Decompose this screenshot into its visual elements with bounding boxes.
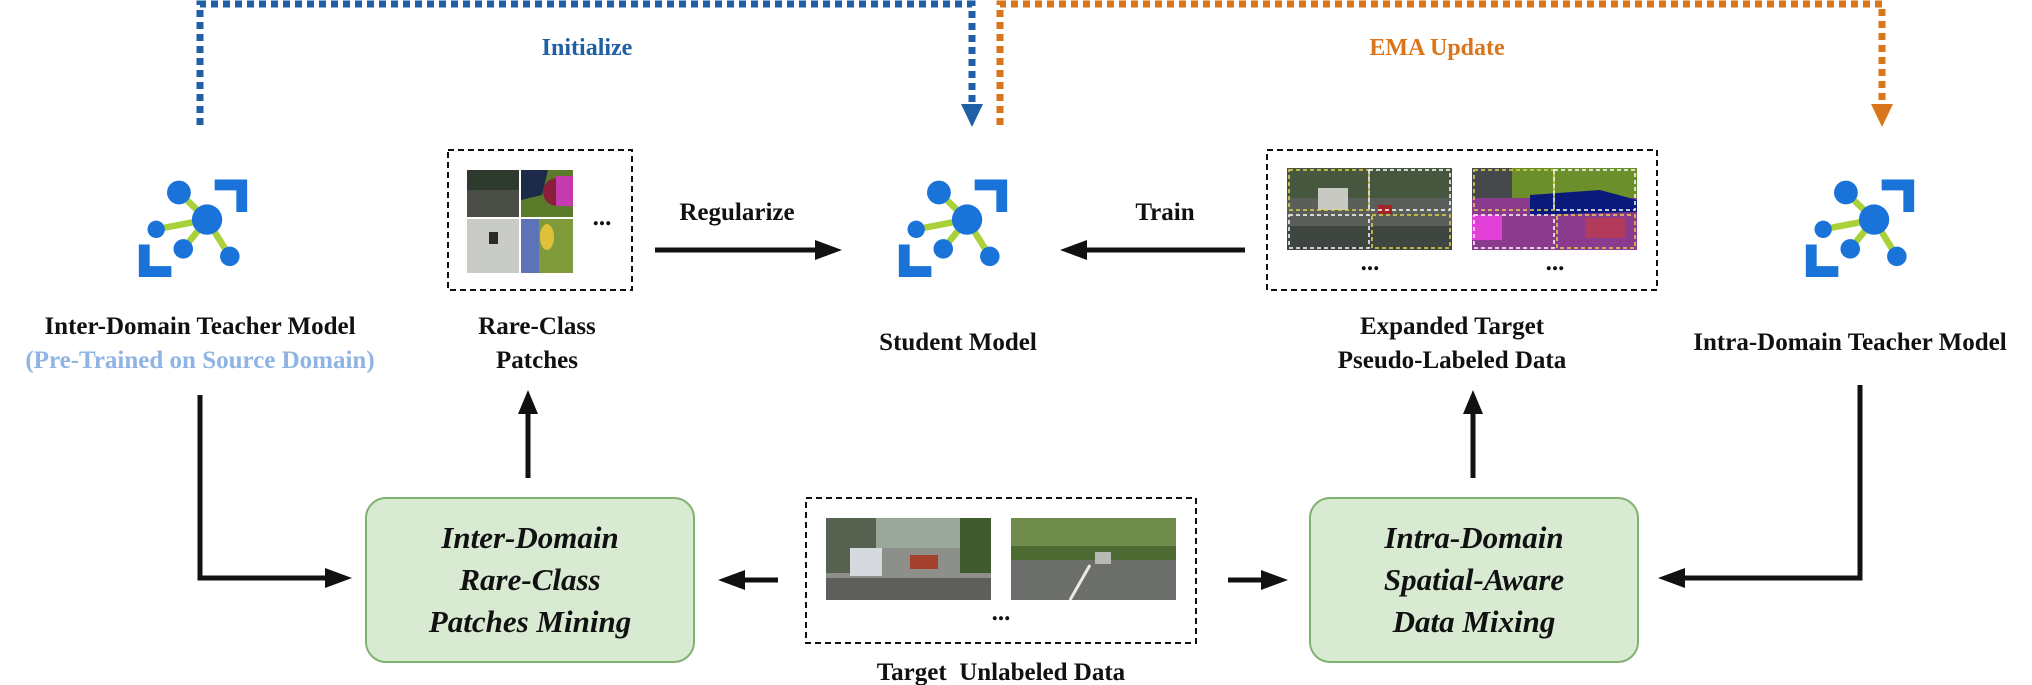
expanded-ellipsis-right: ...: [1546, 249, 1565, 276]
ema-update-arrow: [996, 0, 1893, 127]
target-unlabeled-box: ...: [805, 497, 1197, 644]
inter-teacher-subtitle: (Pre-Trained on Source Domain): [25, 347, 374, 374]
intra-mixing-line1: Intra-Domain: [1383, 520, 1563, 555]
rare-class-ellipsis: ...: [593, 204, 612, 231]
target-unlabeled-title: Target Unlabeled Data: [877, 659, 1126, 685]
ema-update-label: EMA Update: [1369, 35, 1505, 61]
expanded-ellipsis-left: ...: [1361, 249, 1380, 276]
inter-domain-mining-box: [365, 497, 695, 663]
rare-class-title-line1: Rare-Class: [478, 313, 596, 340]
regularize-label: Regularize: [679, 199, 794, 226]
regularize-arrow: [655, 240, 842, 260]
intra-mixing-line3: Data Mixing: [1392, 604, 1556, 639]
intra-domain-mixing-box: [1309, 497, 1639, 663]
train-label: Train: [1135, 199, 1194, 226]
inter-teacher-to-mining-arrow: [197, 395, 352, 588]
network-model-icon: [899, 180, 1007, 278]
network-model-icon: [139, 180, 247, 278]
target-ellipsis: ...: [992, 599, 1011, 626]
intra-mixing-line2: Spatial-Aware: [1384, 562, 1565, 597]
initialize-arrow: [196, 0, 983, 127]
expanded-title-line2: Pseudo-Labeled Data: [1338, 347, 1567, 374]
inter-mining-line2: Rare-Class: [458, 562, 600, 597]
rare-class-title-line2: Patches: [496, 347, 578, 374]
network-model-icon: [1806, 180, 1914, 278]
target-to-mixing-arrow: [1228, 570, 1288, 590]
rare-patch-sign: [467, 219, 519, 273]
intra-teacher-to-mixing-arrow: [1658, 385, 1863, 588]
inter-teacher-title: Inter-Domain Teacher Model: [44, 313, 355, 340]
student-title: Student Model: [879, 329, 1037, 356]
target-to-mining-arrow: [718, 570, 778, 590]
mining-to-rare-class-arrow: [518, 390, 538, 478]
inter-mining-line1: Inter-Domain: [440, 520, 618, 555]
expanded-title-line1: Expanded Target: [1360, 313, 1545, 340]
train-arrow: [1060, 240, 1245, 260]
initialize-label: Initialize: [542, 35, 633, 61]
expanded-target-box: ... ...: [1266, 149, 1658, 291]
intra-teacher-title: Intra-Domain Teacher Model: [1693, 329, 2006, 356]
rare-class-patches-box: ...: [447, 149, 633, 291]
mixing-to-expanded-arrow: [1463, 390, 1483, 478]
inter-mining-line3: Patches Mining: [428, 604, 631, 639]
